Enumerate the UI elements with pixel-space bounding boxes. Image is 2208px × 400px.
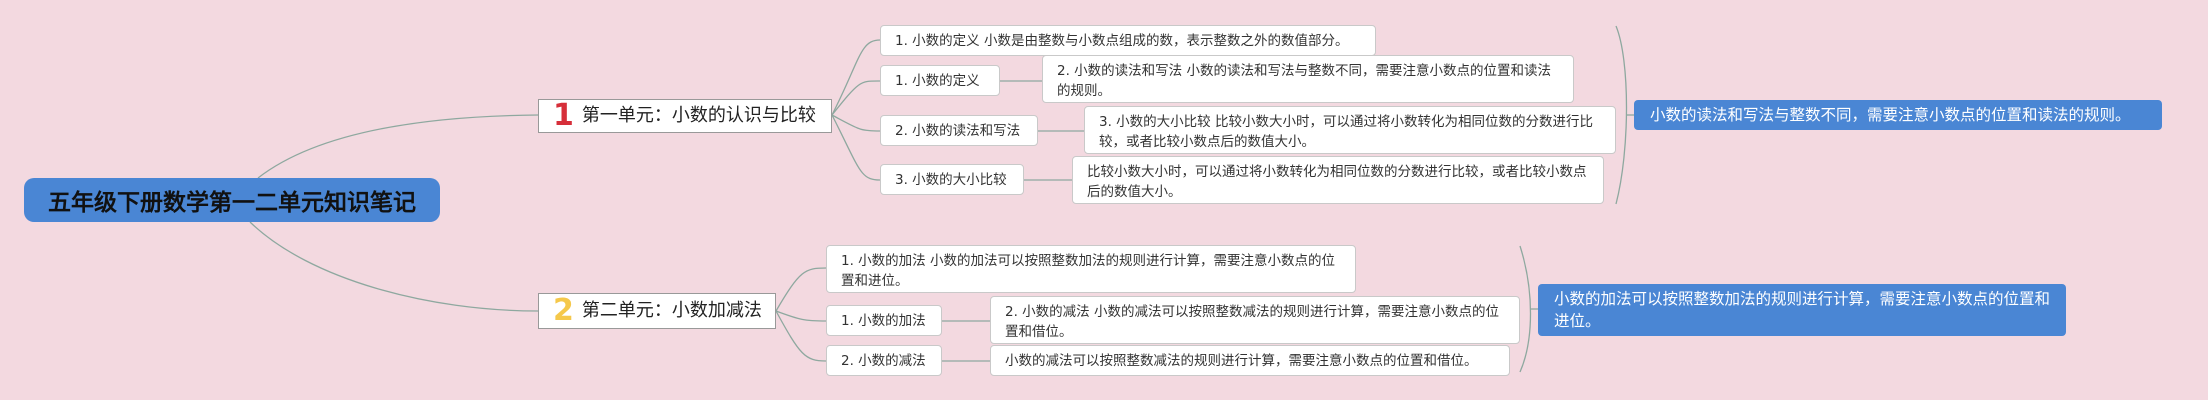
unit1-summary[interactable]: 小数的读法和写法与整数不同，需要注意小数点的位置和读法的规则。 — [1634, 100, 2162, 130]
unit2-sub-full[interactable]: 2. 小数的减法 小数的减法可以按照整数减法的规则进行计算，需要注意小数点的位置… — [990, 296, 1520, 344]
link-unit1-def-short — [831, 80, 881, 116]
unit1-cmp-detail[interactable]: 比较小数大小时，可以通过将小数转化为相同位数的分数进行比较，或者比较小数点后的数… — [1072, 156, 1604, 204]
root-topic-label: 五年级下册数学第一二单元知识笔记 — [48, 190, 416, 216]
unit1-def-short-text: 1. 小数的定义 — [895, 73, 980, 89]
unit1-rw-short[interactable]: 2. 小数的读法和写法 — [880, 115, 1038, 146]
root-topic[interactable]: 五年级下册数学第一二单元知识笔记 — [24, 178, 440, 222]
unit2-sub-short-text: 2. 小数的减法 — [841, 353, 926, 369]
unit1-topic[interactable]: 1 第一单元：小数的认识与比较 — [538, 99, 832, 133]
unit1-summary-text: 小数的读法和写法与整数不同，需要注意小数点的位置和读法的规则。 — [1650, 106, 2131, 124]
link-unit1-cmp-short — [831, 114, 881, 181]
unit2-summary-text: 小数的加法可以按照整数加法的规则进行计算，需要注意小数点的位置和进位。 — [1554, 290, 2051, 330]
unit2-add-short-text: 1. 小数的加法 — [841, 313, 926, 329]
unit2-sub-short[interactable]: 2. 小数的减法 — [826, 345, 942, 376]
link-unit1-def-full — [831, 39, 881, 116]
unit1-def-short[interactable]: 1. 小数的定义 — [880, 65, 1000, 96]
unit1-cmp-full-text: 3. 小数的大小比较 比较小数大小时，可以通过将小数转化为相同位数的分数进行比较… — [1099, 114, 1593, 150]
unit1-rw-full[interactable]: 2. 小数的读法和写法 小数的读法和写法与整数不同，需要注意小数点的位置和读法的… — [1042, 55, 1574, 103]
unit2-add-full[interactable]: 1. 小数的加法 小数的加法可以按照整数加法的规则进行计算，需要注意小数点的位置… — [826, 245, 1356, 293]
unit1-def-full-text: 1. 小数的定义 小数是由整数与小数点组成的数，表示整数之外的数值部分。 — [895, 33, 1349, 49]
unit2-number: 2 — [553, 293, 574, 328]
unit2-sub-detail[interactable]: 小数的减法可以按照整数减法的规则进行计算，需要注意小数点的位置和借位。 — [990, 345, 1510, 376]
link-unit2-add-short — [775, 310, 827, 322]
unit1-cmp-full[interactable]: 3. 小数的大小比较 比较小数大小时，可以通过将小数转化为相同位数的分数进行比较… — [1084, 106, 1616, 154]
link-unit2-sub-short — [775, 310, 827, 362]
unit2-summary[interactable]: 小数的加法可以按照整数加法的规则进行计算，需要注意小数点的位置和进位。 — [1538, 284, 2066, 336]
unit2-topic[interactable]: 2 第二单元：小数加减法 — [538, 293, 776, 329]
unit1-cmp-detail-text: 比较小数大小时，可以通过将小数转化为相同位数的分数进行比较，或者比较小数点后的数… — [1087, 164, 1587, 200]
unit1-rw-short-text: 2. 小数的读法和写法 — [895, 123, 1021, 139]
unit1-cmp-short-text: 3. 小数的大小比较 — [895, 172, 1007, 188]
unit2-add-full-text: 1. 小数的加法 小数的加法可以按照整数加法的规则进行计算，需要注意小数点的位置… — [841, 253, 1335, 289]
unit1-number: 1 — [553, 98, 574, 133]
unit2-label: 第二单元：小数加减法 — [581, 300, 762, 321]
unit1-def-full[interactable]: 1. 小数的定义 小数是由整数与小数点组成的数，表示整数之外的数值部分。 — [880, 25, 1376, 56]
link-unit2-add-full — [775, 267, 827, 312]
unit1-rw-full-text: 2. 小数的读法和写法 小数的读法和写法与整数不同，需要注意小数点的位置和读法的… — [1057, 63, 1551, 99]
link-unit1-rw-short — [831, 114, 881, 132]
summary-bracket-unit1 — [1615, 25, 1628, 205]
summary-bracket-unit2 — [1519, 245, 1532, 373]
unit2-sub-detail-text: 小数的减法可以按照整数减法的规则进行计算，需要注意小数点的位置和借位。 — [1005, 353, 1478, 369]
unit2-add-short[interactable]: 1. 小数的加法 — [826, 305, 942, 336]
unit2-sub-full-text: 2. 小数的减法 小数的减法可以按照整数减法的规则进行计算，需要注意小数点的位置… — [1005, 304, 1499, 340]
link-root-unit1 — [257, 114, 539, 179]
link-root-unit2 — [249, 221, 539, 312]
unit1-label: 第一单元：小数的认识与比较 — [581, 105, 816, 126]
unit1-cmp-short[interactable]: 3. 小数的大小比较 — [880, 164, 1024, 195]
